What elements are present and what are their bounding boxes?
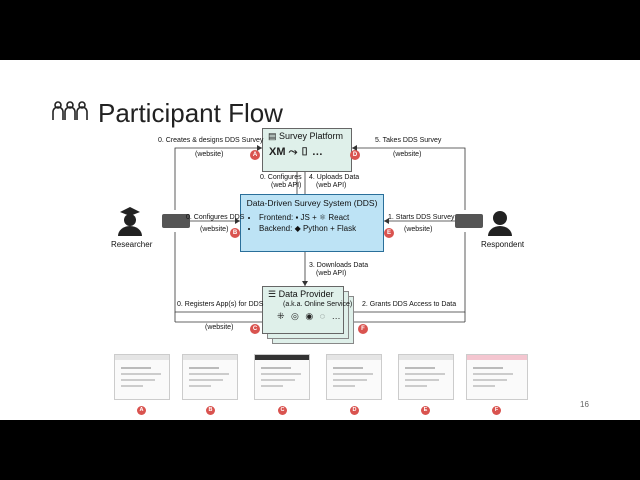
edge-label-configures-dds-via: (website) <box>200 226 229 233</box>
participants-icon <box>52 101 88 120</box>
thumbnail-d <box>326 354 382 400</box>
researcher-label: Researcher <box>111 240 153 249</box>
edge-label-configures-dds: 0. Configures DDS <box>186 214 245 221</box>
thumbnail-badge-f: F <box>492 406 501 415</box>
dds-backend: Backend: ◆ Python + Flask <box>259 223 383 234</box>
respondent-figure <box>488 211 512 236</box>
edge-label-configures-platform-via: (web API) <box>271 182 302 189</box>
edge-label-uploads: 4. Uploads Data <box>309 174 360 181</box>
edge-label-downloads-via: (web API) <box>316 270 347 277</box>
badge-f: F <box>358 324 368 334</box>
edge-label-registers: 0. Registers App(s) for DDS <box>177 301 264 308</box>
respondent-label: Respondent <box>481 240 525 249</box>
provider-logos: ⁜ ◎ ◉ ◌ … <box>277 311 343 321</box>
dds-frontend: Frontend: ▪ JS + ⚛ React <box>259 212 383 223</box>
slide: Participant Flow <box>0 60 640 420</box>
thumbnail-badge-c: C <box>278 406 287 415</box>
slide-title: Participant Flow <box>98 98 283 128</box>
more-platforms: … <box>311 146 323 158</box>
researcher-figure <box>118 207 142 236</box>
thumbnail-badge-d: D <box>350 406 359 415</box>
badge-e: E <box>384 228 394 238</box>
data-provider-title: Data Provider <box>278 289 334 299</box>
server-icon: ☰ <box>268 289 279 299</box>
form-logo-icon: ▯ <box>300 146 309 158</box>
edge-label-starts-via: (website) <box>404 226 433 233</box>
edge-label-registers-via: (website) <box>205 324 234 331</box>
thumbnail-badge-e: E <box>421 406 430 415</box>
survey-platform-node: ▤ Survey Platform XM ⤳ ▯ … <box>262 128 352 172</box>
edge-label-starts: 1. Starts DDS Survey <box>388 214 455 221</box>
survey-platform-icon: ▤ <box>268 131 280 141</box>
thumbnail-badge-a: A <box>137 406 146 415</box>
edge-label-grants: 2. Grants DDS Access to Data <box>362 301 457 308</box>
edge-label-creates-via: (website) <box>195 151 224 158</box>
thumbnail-b <box>182 354 238 400</box>
thumbnail-c <box>254 354 310 400</box>
page-number: 16 <box>580 400 589 409</box>
edge-label-takes: 5. Takes DDS Survey <box>375 137 442 144</box>
badge-b: B <box>230 228 240 238</box>
dds-title: Data-Driven Survey System (DDS) <box>246 198 378 208</box>
flow-lines <box>118 145 512 323</box>
badge-d: D <box>350 150 360 160</box>
thumbnail-e <box>398 354 454 400</box>
edge-label-takes-via: (website) <box>393 151 422 158</box>
edge-label-uploads-via: (web API) <box>316 182 347 189</box>
thumbnail-f <box>466 354 528 400</box>
survey-platform-title: Survey Platform <box>279 131 344 141</box>
thumbnail-badge-b: B <box>206 406 215 415</box>
data-provider-subtitle: (a.k.a. Online Service) <box>283 301 353 308</box>
thumbnail-a <box>114 354 170 400</box>
data-provider-node: ☰ Data Provider (a.k.a. Online Service) … <box>262 286 353 334</box>
edge-label-configures-platform: 0. Configures <box>260 174 302 181</box>
qualtrics-logo: XM <box>269 146 286 158</box>
platform-logo-icon: ⤳ <box>288 146 298 158</box>
badge-c: C <box>250 324 260 334</box>
dds-node: Data-Driven Survey System (DDS) Frontend… <box>240 194 384 252</box>
badge-a: A <box>250 150 260 160</box>
edge-label-downloads: 3. Downloads Data <box>309 262 369 269</box>
edge-label-creates: 0. Creates & designs DDS Survey <box>158 137 264 144</box>
